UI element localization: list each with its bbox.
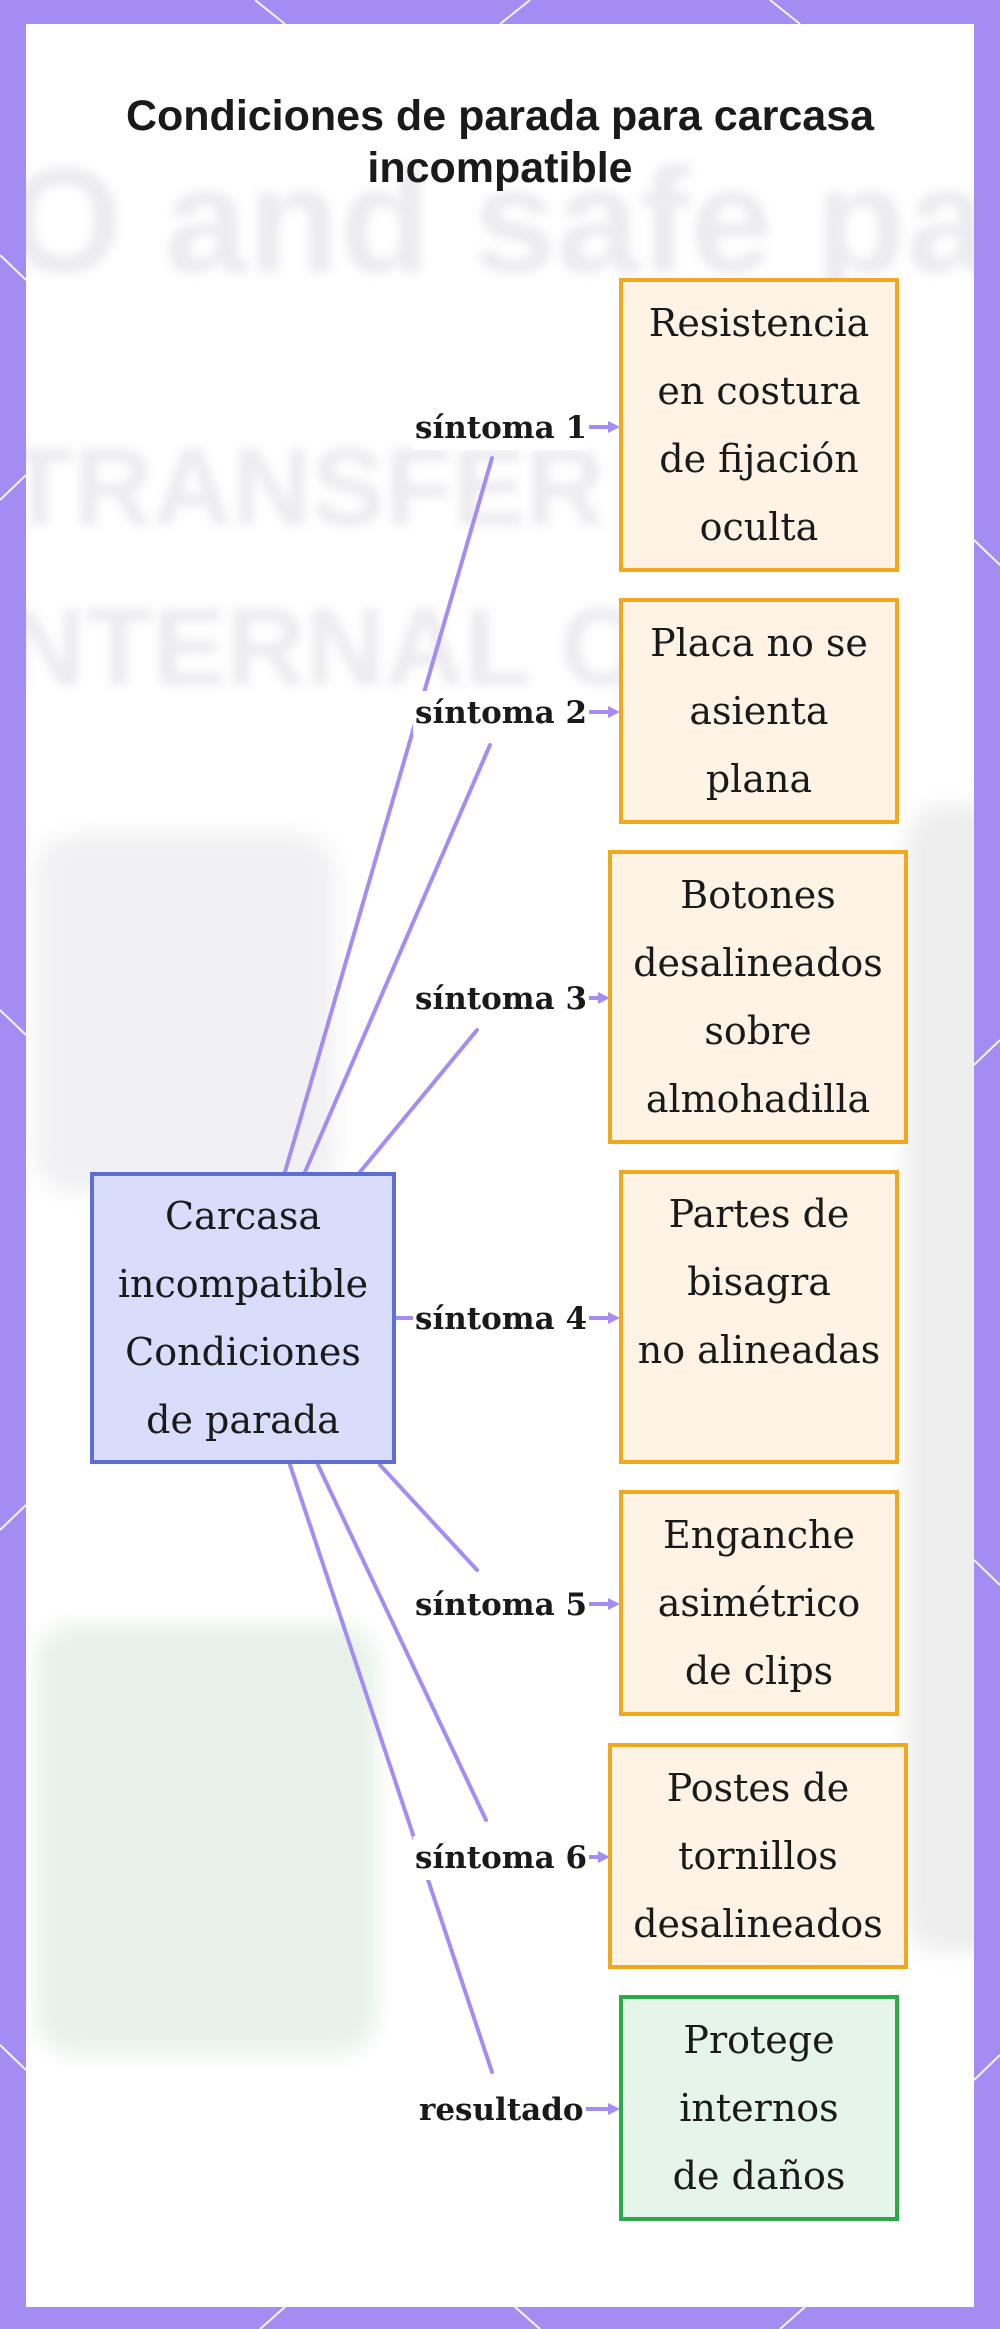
edge-label-sintoma-3: síntoma 3 [413, 977, 590, 1021]
node-line: tornillos [678, 1834, 838, 1878]
background-blur-shape [906, 804, 974, 1954]
edge-label-sintoma-4: síntoma 4 [413, 1297, 590, 1341]
symptom-node-2: Placa no se asienta plana [619, 598, 899, 824]
edge-label-resultado: resultado [417, 2088, 586, 2132]
node-line: asimétrico [657, 1581, 861, 1625]
background-blur-shape [36, 1624, 376, 2054]
node-line: desalineados [633, 1902, 883, 1946]
node-line: bisagra [687, 1260, 831, 1304]
node-line: Partes de [668, 1192, 850, 1236]
background-watermark: TRANSFER T [26, 426, 703, 549]
node-line: no alineadas [637, 1328, 881, 1372]
node-line: en costura [657, 369, 861, 413]
node-line: oculta [699, 505, 819, 549]
edge-label-sintoma-1: síntoma 1 [413, 406, 590, 450]
center-node-line: incompatible [117, 1262, 369, 1306]
node-line: Postes de [666, 1766, 850, 1810]
center-node: Carcasa incompatible Condiciones de para… [90, 1172, 396, 1464]
node-line: Placa no se [650, 621, 868, 665]
edge-label-sintoma-6: síntoma 6 [413, 1836, 590, 1880]
diagram-panel: O and safe par TRANSFER T NTERNAL CO [26, 24, 974, 2307]
background-blur-shape [36, 834, 336, 1194]
node-line: internos [679, 2086, 839, 2130]
symptom-node-4: Partes de bisagra no alineadas [619, 1170, 899, 1464]
node-line: Enganche [663, 1513, 855, 1557]
center-node-line: Condiciones [125, 1330, 361, 1374]
node-line: Botones [680, 873, 836, 917]
result-node: Protege internos de daños [619, 1995, 899, 2221]
node-line: de fijación [659, 437, 859, 481]
node-line: Resistencia [648, 301, 870, 345]
background-watermark: NTERNAL CO [26, 586, 726, 709]
edge-label-sintoma-2: síntoma 2 [413, 691, 590, 735]
diagram-title: Condiciones de parada para carcasa incom… [125, 92, 875, 192]
node-line: de clips [684, 1649, 834, 1693]
node-line: plana [705, 757, 813, 801]
node-line: almohadilla [645, 1077, 871, 1121]
symptom-node-5: Enganche asimétrico de clips [619, 1490, 899, 1716]
edge-label-sintoma-5: síntoma 5 [413, 1583, 590, 1627]
symptom-node-3: Botones desalineados sobre almohadilla [608, 850, 908, 1144]
center-node-line: de parada [146, 1398, 340, 1442]
background-watermark: O and safe par [26, 136, 974, 304]
symptom-node-1: Resistencia en costura de fijación ocult… [619, 278, 899, 572]
center-node-line: Carcasa [164, 1194, 321, 1238]
node-line: de daños [672, 2154, 846, 2198]
node-line: asienta [689, 689, 829, 733]
node-line: sobre [704, 1009, 812, 1053]
symptom-node-6: Postes de tornillos desalineados [608, 1743, 908, 1969]
node-line: desalineados [633, 941, 883, 985]
node-line: Protege [683, 2018, 835, 2062]
